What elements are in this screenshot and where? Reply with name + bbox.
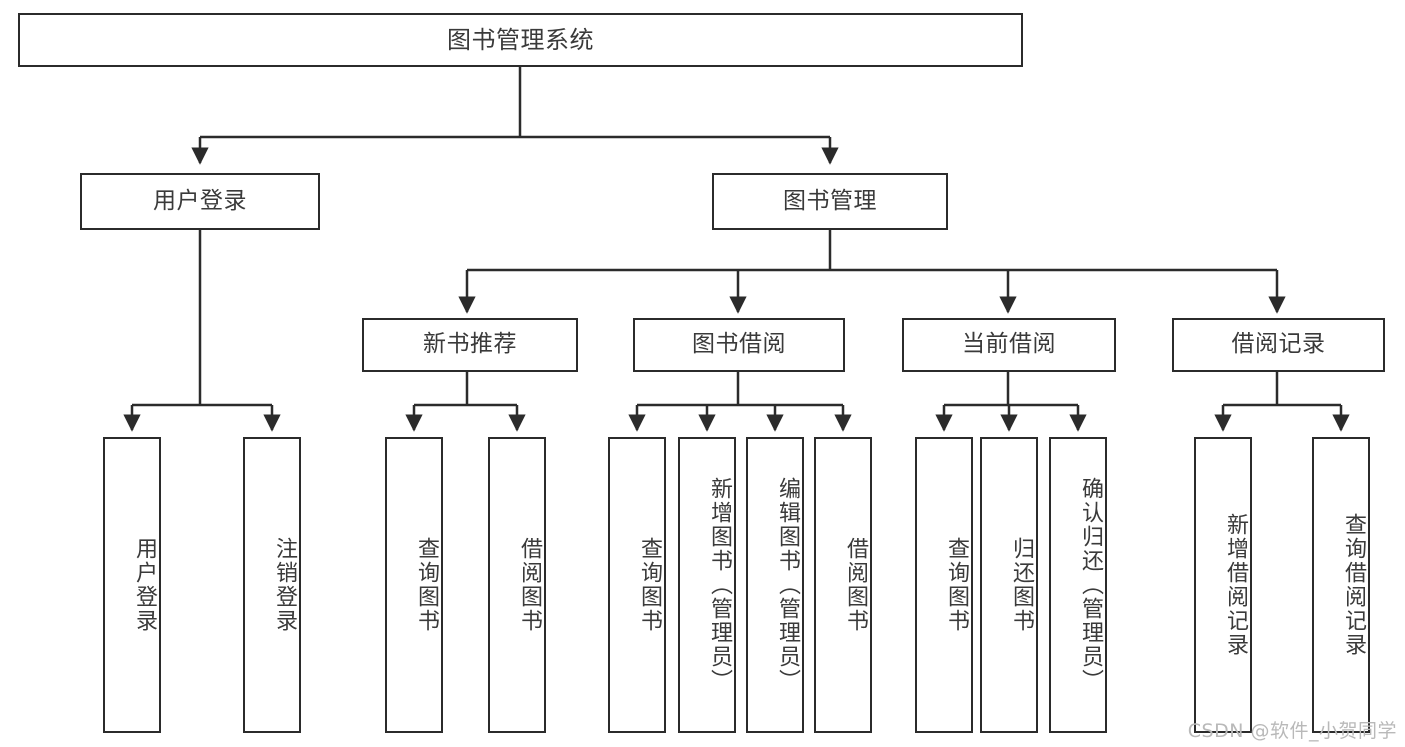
node-leaf-newbook-query[interactable]: 查询图书 bbox=[385, 437, 443, 733]
node-label: 编辑图书（管理员） bbox=[775, 477, 800, 693]
node-label: 查询图书 bbox=[944, 537, 969, 633]
node-leaf-record-query[interactable]: 查询借阅记录 bbox=[1312, 437, 1370, 733]
node-label: 图书管理 bbox=[783, 187, 877, 214]
csdn-watermark: CSDN @软件_小贺同学 bbox=[1187, 720, 1397, 742]
node-label: 查询图书 bbox=[414, 537, 439, 633]
node-borrow-record[interactable]: 借阅记录 bbox=[1172, 318, 1385, 372]
node-user-login[interactable]: 用户登录 bbox=[80, 173, 320, 230]
node-leaf-current-confirm-return[interactable]: 确认归还（管理员） bbox=[1049, 437, 1107, 733]
node-label: 归还图书 bbox=[1009, 537, 1034, 633]
node-label: 用户登录 bbox=[132, 537, 157, 633]
node-label: 新书推荐 bbox=[423, 331, 517, 358]
node-leaf-borrow-query[interactable]: 查询图书 bbox=[608, 437, 666, 733]
node-label: 借阅图书 bbox=[843, 537, 868, 633]
node-leaf-current-return[interactable]: 归还图书 bbox=[980, 437, 1038, 733]
node-leaf-record-add[interactable]: 新增借阅记录 bbox=[1194, 437, 1252, 733]
node-leaf-borrow-lend[interactable]: 借阅图书 bbox=[814, 437, 872, 733]
node-current-borrow[interactable]: 当前借阅 bbox=[902, 318, 1116, 372]
node-book-borrow[interactable]: 图书借阅 bbox=[633, 318, 845, 372]
node-leaf-logout[interactable]: 注销登录 bbox=[243, 437, 301, 733]
node-label: 注销登录 bbox=[272, 537, 297, 633]
node-label: 图书借阅 bbox=[692, 331, 786, 358]
node-label: 当前借阅 bbox=[962, 331, 1056, 358]
node-leaf-user-login[interactable]: 用户登录 bbox=[103, 437, 161, 733]
node-new-book-recommend[interactable]: 新书推荐 bbox=[362, 318, 578, 372]
node-leaf-borrow-add[interactable]: 新增图书（管理员） bbox=[678, 437, 736, 733]
node-label: 新增借阅记录 bbox=[1223, 513, 1248, 657]
node-book-management[interactable]: 图书管理 bbox=[712, 173, 948, 230]
node-label: 用户登录 bbox=[153, 187, 247, 214]
node-label: 确认归还（管理员） bbox=[1078, 477, 1103, 693]
node-leaf-borrow-edit[interactable]: 编辑图书（管理员） bbox=[746, 437, 804, 733]
node-label: 图书管理系统 bbox=[447, 25, 594, 54]
node-label: 新增图书（管理员） bbox=[707, 477, 732, 693]
node-root-library-system[interactable]: 图书管理系统 bbox=[18, 13, 1023, 67]
node-leaf-current-query[interactable]: 查询图书 bbox=[915, 437, 973, 733]
node-label: 借阅图书 bbox=[517, 537, 542, 633]
node-label: 查询借阅记录 bbox=[1341, 513, 1366, 657]
node-leaf-newbook-borrow[interactable]: 借阅图书 bbox=[488, 437, 546, 733]
node-label: 查询图书 bbox=[637, 537, 662, 633]
node-label: 借阅记录 bbox=[1231, 331, 1326, 358]
